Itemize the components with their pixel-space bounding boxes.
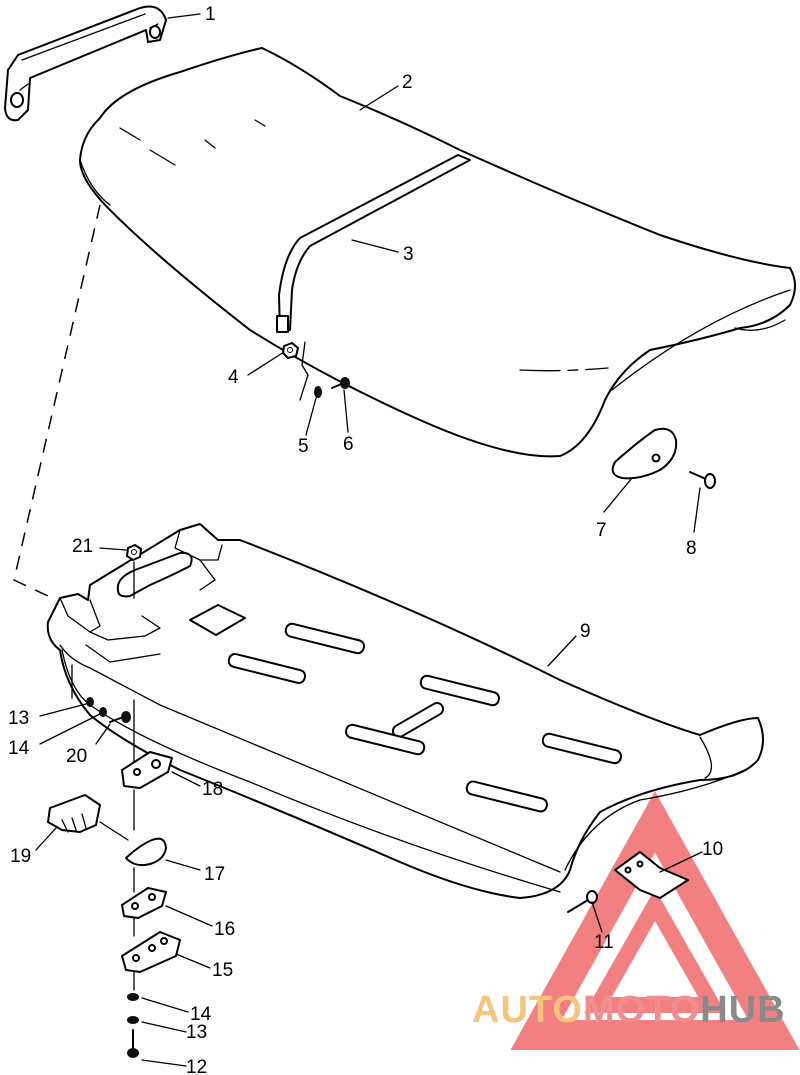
bracket-line xyxy=(299,341,309,401)
clip-part-19 xyxy=(47,794,129,841)
grab-handle xyxy=(4,5,167,122)
callout-9: 9 xyxy=(580,621,591,642)
seat-base xyxy=(46,523,764,899)
callout-13-upper: 13 xyxy=(8,708,29,729)
seat-strap xyxy=(276,154,471,333)
callout-1: 1 xyxy=(205,4,216,25)
watermark-text: AUTOMOTOHUB xyxy=(472,989,786,1031)
alignment-dashed-line xyxy=(13,204,101,597)
bolt-part-20 xyxy=(109,711,131,723)
bolt-part-6 xyxy=(331,377,350,389)
washer-part-5 xyxy=(314,386,322,398)
washer-part-13-lower xyxy=(127,1016,139,1024)
leader-lines xyxy=(35,13,703,1067)
callout-5: 5 xyxy=(298,436,309,457)
callout-labels: 1 2 3 4 5 6 7 8 9 10 11 12 13 14 15 16 1… xyxy=(8,4,723,1075)
bracket-part-15 xyxy=(121,931,181,973)
callout-15: 15 xyxy=(212,960,233,981)
washer-part-14-upper xyxy=(99,707,107,717)
callout-17: 17 xyxy=(204,864,225,885)
callout-2: 2 xyxy=(402,72,413,93)
callout-8: 8 xyxy=(686,538,697,559)
bolt-part-12 xyxy=(127,1029,139,1058)
watermark-text-auto: AUTO xyxy=(472,989,583,1031)
plate-part-16 xyxy=(121,887,167,919)
callout-18: 18 xyxy=(202,779,223,800)
callout-14-lower: 14 xyxy=(190,1004,212,1025)
callout-10: 10 xyxy=(702,839,723,860)
seat-cushion xyxy=(79,47,796,458)
callout-11: 11 xyxy=(594,932,614,953)
watermark-text-hub: HUB xyxy=(700,989,785,1031)
callout-21: 21 xyxy=(72,536,93,557)
watermark-logo xyxy=(510,791,800,1050)
hinge-part-10 xyxy=(614,851,689,899)
callout-14-upper: 14 xyxy=(8,738,30,759)
callout-7: 7 xyxy=(596,520,607,541)
nut-part-21 xyxy=(126,544,142,599)
callout-13-lower: 13 xyxy=(186,1022,207,1043)
bumper-part-7 xyxy=(611,427,678,480)
callout-16: 16 xyxy=(214,919,235,940)
nut-part-4 xyxy=(282,342,299,359)
washer-part-13-upper xyxy=(86,697,94,707)
watermark-text-moto: MOTO xyxy=(583,989,700,1031)
callout-12: 12 xyxy=(186,1057,207,1075)
callout-3: 3 xyxy=(403,244,414,265)
latch-part-17 xyxy=(125,837,167,867)
callout-20: 20 xyxy=(66,746,87,767)
screw-part-8 xyxy=(689,471,716,489)
washer-part-14-lower xyxy=(127,993,139,1001)
callout-19: 19 xyxy=(10,846,31,867)
latch-plate-part-18 xyxy=(121,751,173,789)
callout-4: 4 xyxy=(228,367,239,388)
callout-6: 6 xyxy=(343,434,354,455)
